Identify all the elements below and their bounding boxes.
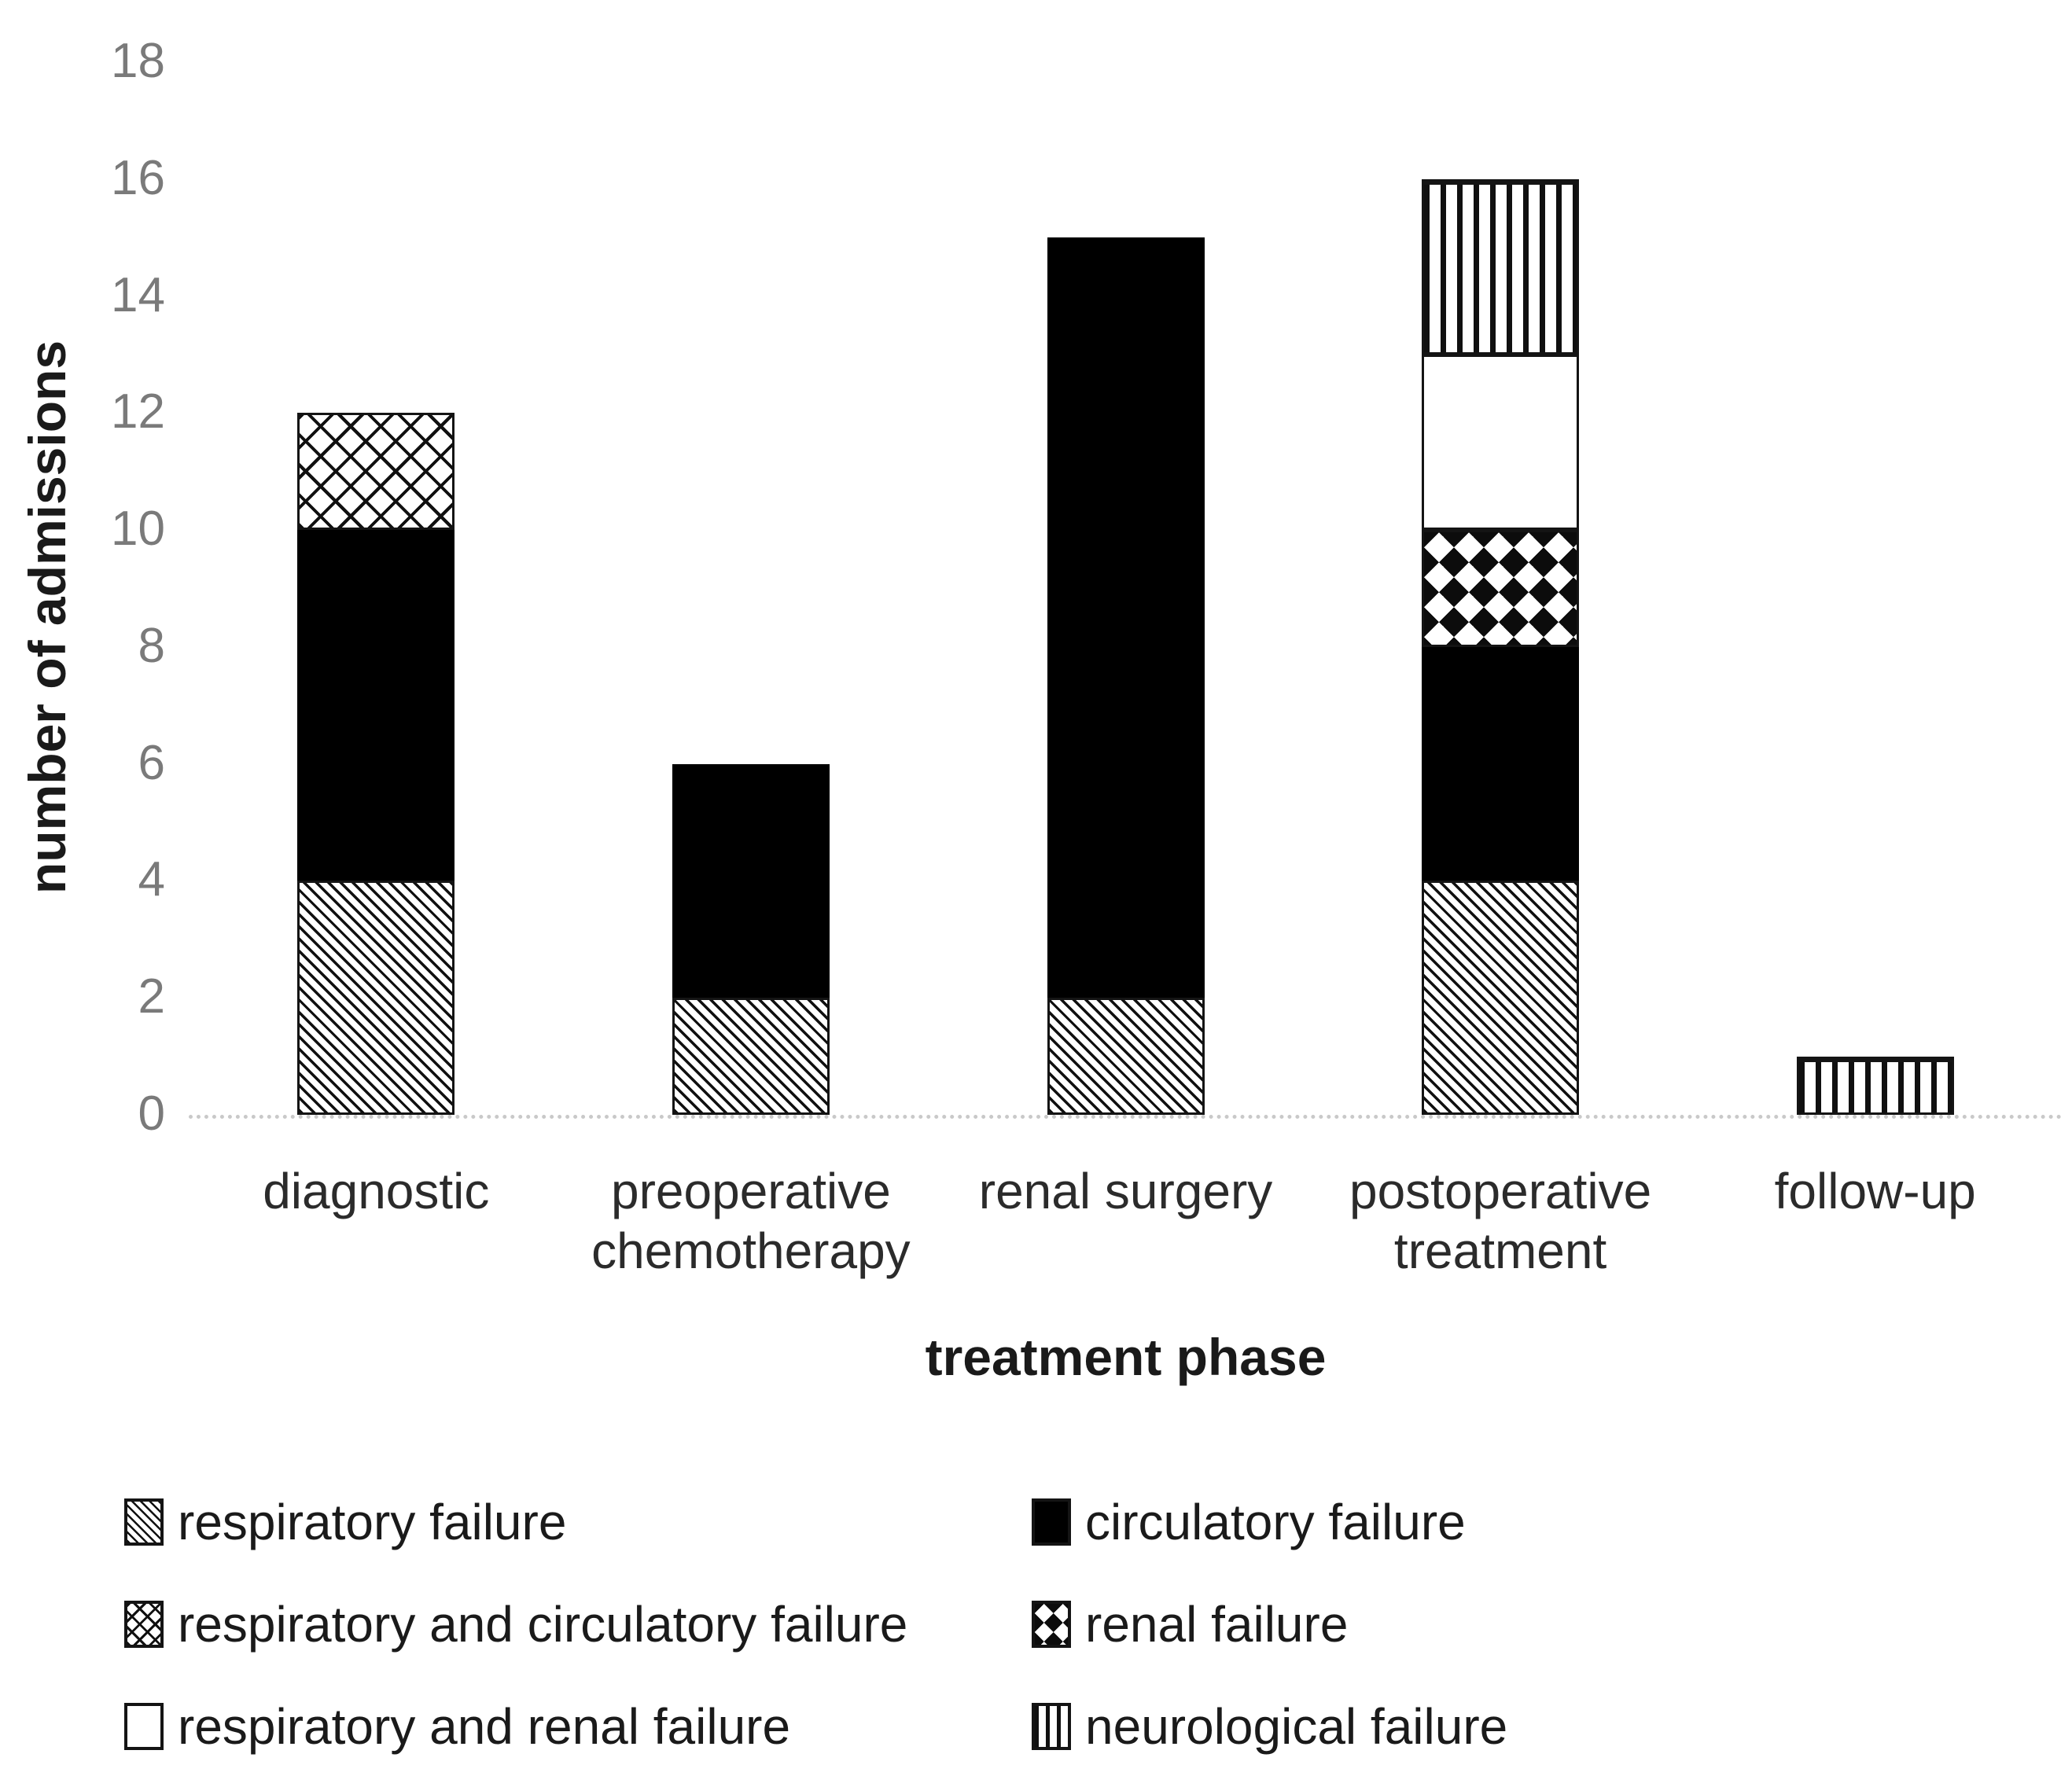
y-tick-label-12: 12 [111,384,165,439]
x-axis-title: treatment phase [925,1328,1327,1386]
x-category-label-renal-surgery: renal surgery [978,1163,1273,1219]
legend-item-respiratory-and-circulatory-failure: respiratory and circulatory failure [124,1594,907,1654]
legend-item-circulatory-failure: circulatory failure [1032,1492,1466,1552]
bar-segment-renal-surgery-respiratory-failure [1047,998,1205,1115]
legend-item-renal-failure: renal failure [1032,1594,1348,1654]
legend-label: respiratory and circulatory failure [178,1596,908,1653]
y-tick-label-2: 2 [138,969,165,1024]
bar-segment-postoperative-treatment-neurological-failure [1422,178,1580,355]
legend-label: respiratory failure [178,1494,567,1550]
y-tick-label-14: 14 [111,267,165,322]
y-tick-label-0: 0 [138,1086,165,1141]
x-category-label-preoperative-chemotherapy: preoperative chemotherapy [591,1163,911,1279]
bar-segment-diagnostic-respiratory-and-circulatory-failure [297,413,455,531]
bar-segment-renal-surgery-circulatory-failure [1047,237,1205,998]
y-tick-label-8: 8 [138,618,165,673]
bar-segment-postoperative-treatment-circulatory-failure [1422,646,1580,881]
y-tick-label-18: 18 [111,33,165,88]
legend-swatch-diagonal-hatch-icon [124,1498,164,1546]
y-tick-label-16: 16 [111,150,165,205]
x-category-label-follow-up: follow-up [1774,1163,1976,1219]
bar-segment-postoperative-treatment-respiratory-failure [1422,881,1580,1115]
legend-label: renal failure [1085,1596,1349,1653]
bar-segment-diagnostic-circulatory-failure [297,530,455,881]
legend-label: respiratory and renal failure [178,1698,791,1755]
bar-segment-preoperative-chemotherapy-respiratory-failure [672,998,830,1115]
legend-item-respiratory-failure: respiratory failure [124,1492,566,1552]
y-tick-label-4: 4 [138,852,165,907]
bar-segment-follow-up-neurological-failure [1796,1056,1954,1115]
legend-swatch-crosshatch-icon [124,1601,164,1648]
x-category-label-diagnostic: diagnostic [263,1163,490,1219]
legend-item-respiratory-and-renal-failure: respiratory and renal failure [124,1697,790,1756]
y-tick-label-10: 10 [111,501,165,556]
bar-segment-diagnostic-respiratory-failure [297,881,455,1115]
legend-swatch-vertical-stripes-icon [1032,1703,1071,1750]
x-category-label-postoperative-treatment: postoperative treatment [1349,1163,1652,1279]
legend-swatch-black-diamonds-icon [1032,1601,1071,1648]
legend-label: circulatory failure [1085,1494,1466,1550]
bar-segment-preoperative-chemotherapy-circulatory-failure [672,763,830,998]
legend-swatch-white-icon [124,1703,164,1750]
legend-item-neurological-failure: neurological failure [1032,1697,1507,1756]
x-axis-baseline [189,1115,2063,1119]
bar-segment-postoperative-treatment-renal-failure [1422,530,1580,647]
legend-swatch-solid-black-icon [1032,1498,1071,1546]
legend-label: neurological failure [1085,1698,1508,1755]
y-tick-label-6: 6 [138,735,165,790]
bar-segment-postoperative-treatment-respiratory-and-renal-failure [1422,354,1580,531]
